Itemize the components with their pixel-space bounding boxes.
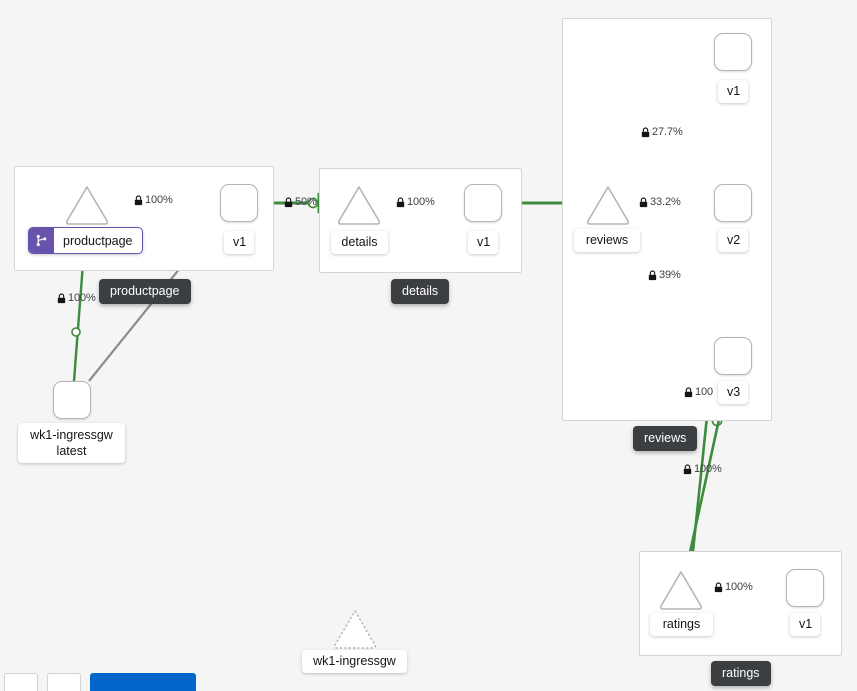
node-ratings-v1[interactable]	[786, 569, 824, 607]
node-label-reviews: reviews	[574, 229, 640, 252]
node-label-line2: latest	[56, 444, 87, 458]
edge-label-details-to-v1: 100%	[396, 196, 435, 208]
fit-to-screen-button[interactable]	[47, 673, 81, 691]
node-label-line1: wk1-ingressgw	[30, 428, 113, 442]
graph-toolbar[interactable]	[0, 673, 196, 691]
node-reviews-v1[interactable]	[714, 33, 752, 71]
primary-action-button[interactable]	[90, 673, 196, 691]
edge-label-productpagev1-to-details: 50%	[284, 196, 317, 208]
lock-icon	[134, 194, 143, 205]
edge-label-text: 100%	[68, 292, 96, 304]
node-ratings-service[interactable]	[658, 569, 704, 611]
edge-label-gw-to-productpage: 100%	[57, 292, 96, 304]
edge-label-text: 100%	[694, 463, 722, 475]
group-tooltip-details: details	[391, 279, 450, 304]
node-wk1-ingressgw[interactable]	[53, 381, 91, 419]
lock-icon	[641, 126, 650, 137]
node-label-reviews-v1: v1	[718, 80, 748, 103]
lock-icon	[684, 386, 693, 397]
node-reviews-service[interactable]	[585, 184, 631, 226]
lock-icon	[683, 463, 692, 474]
edge-label-reviewsv2-to-ratings: 100%	[683, 463, 722, 475]
lock-icon	[284, 196, 293, 207]
edge-label-text: 33.2%	[650, 196, 681, 208]
node-label-details: details	[331, 231, 388, 254]
lock-icon	[639, 196, 648, 207]
lock-icon	[714, 581, 723, 592]
node-label-wk1-ingressgw-ghost: wk1-ingressgw	[302, 650, 407, 673]
zoom-out-button[interactable]	[4, 673, 38, 691]
edge-label-text: 100%	[145, 194, 173, 206]
node-label-wk1-ingressgw: wk1-ingressgw latest	[18, 423, 125, 463]
group-tooltip-productpage: productpage	[99, 279, 191, 304]
node-label-ratings-v1: v1	[790, 613, 820, 636]
node-wk1-ingressgw-ghost[interactable]	[332, 608, 378, 650]
edge-label-reviewsv3-to-ratings: 100	[684, 386, 713, 398]
lock-icon	[396, 196, 405, 207]
edge-label-reviews-to-v1: 27.7%	[641, 126, 683, 138]
edge-label-ratings-to-v1: 100%	[714, 581, 753, 593]
edge-label-text: 50%	[295, 196, 317, 208]
edge-label-text: 100%	[725, 581, 753, 593]
node-reviews-v3[interactable]	[714, 337, 752, 375]
edge-label-text: 100	[695, 386, 714, 398]
node-label-reviews-v2: v2	[718, 229, 748, 252]
workflow-icon	[29, 228, 54, 253]
node-label-productpage-text: productpage	[63, 233, 133, 248]
edge-label-reviews-to-v3: 39%	[648, 269, 681, 281]
node-label-ratings: ratings	[650, 613, 713, 636]
node-details-service[interactable]	[336, 184, 382, 226]
node-label-details-v1: v1	[468, 231, 498, 254]
lock-icon	[57, 292, 66, 303]
lock-icon	[648, 269, 657, 280]
node-productpage-v1[interactable]	[220, 184, 258, 222]
edge-label-reviews-to-v2: 33.2%	[639, 196, 681, 208]
node-productpage-service[interactable]	[64, 184, 110, 226]
group-tooltip-ratings: ratings	[711, 661, 771, 686]
node-label-reviews-v3: v3	[718, 381, 748, 404]
edge-label-text: 39%	[659, 269, 681, 281]
node-label-productpage: productpage	[28, 227, 143, 254]
node-details-v1[interactable]	[464, 184, 502, 222]
node-reviews-v2[interactable]	[714, 184, 752, 222]
edge-label-productpage-to-v1: 100%	[134, 194, 173, 206]
edge-label-text: 27.7%	[652, 126, 683, 138]
group-tooltip-reviews: reviews	[633, 426, 698, 451]
node-label-productpage-v1: v1	[224, 231, 254, 254]
edge-label-text: 100%	[407, 196, 435, 208]
